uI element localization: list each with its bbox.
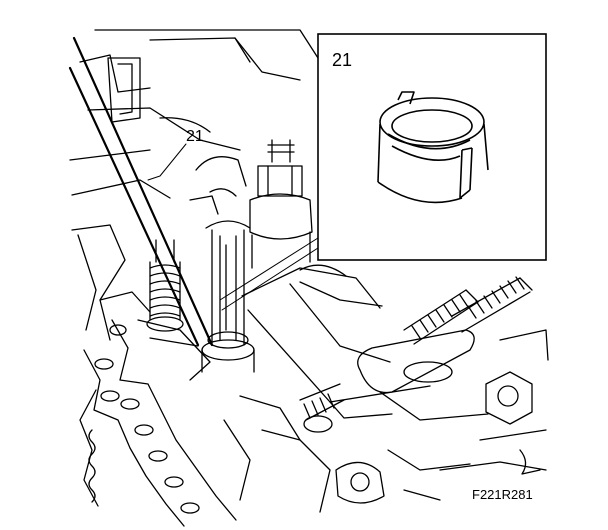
rocker-bracket — [241, 264, 489, 421]
detail-inset — [317, 33, 547, 261]
sprocket-edge — [88, 419, 251, 503]
callout-leader — [147, 143, 319, 311]
threaded-studs — [403, 276, 533, 345]
callout-number-label: 21 — [186, 128, 204, 145]
timing-chain — [79, 319, 237, 527]
engine-block — [69, 29, 319, 341]
sleeve-21-detail — [377, 91, 489, 204]
lower-components — [239, 383, 471, 513]
figure-code-label: F221R281 — [472, 487, 533, 502]
stud-nut — [249, 139, 313, 269]
valve-spring — [146, 239, 184, 332]
valve-guide-tube — [201, 220, 255, 373]
inset-number-label: 21 — [332, 50, 352, 70]
right-housing — [439, 329, 549, 475]
tool-rods — [68, 36, 214, 347]
